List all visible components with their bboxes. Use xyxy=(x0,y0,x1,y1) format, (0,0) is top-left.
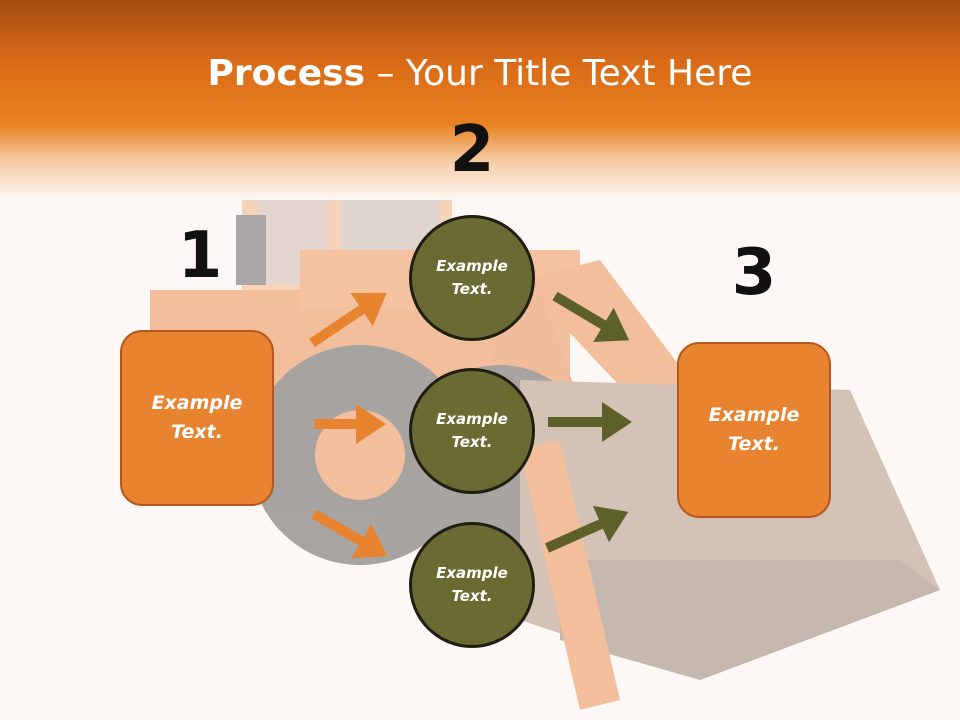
step-number-3: 3 xyxy=(731,236,777,310)
arrow-top-to-right xyxy=(552,291,630,343)
circle-top-line2: Text. xyxy=(451,280,493,298)
circle-bottom-line1: Example xyxy=(436,564,508,582)
circle-middle-line1: Example xyxy=(436,410,508,428)
circle-top-line1: Example xyxy=(436,257,508,275)
left-box-line2: Text. xyxy=(171,421,223,443)
circle-middle-line2: Text. xyxy=(451,433,493,451)
step-number-2: 2 xyxy=(449,113,495,187)
left-box-line1: Example xyxy=(151,392,243,414)
header-band xyxy=(0,0,960,200)
right-box-line1: Example xyxy=(708,404,800,426)
arrow-left-to-top xyxy=(309,292,387,348)
title-bold: Process xyxy=(207,53,366,94)
right-box-line2: Text. xyxy=(728,433,780,455)
circle-bottom-line2: Text. xyxy=(451,587,493,605)
slide-title: Process – Your Title Text Here xyxy=(0,52,960,96)
title-rest: – Your Title Text Here xyxy=(365,53,753,94)
step-number-1: 1 xyxy=(177,219,223,293)
arrow-bottom-to-right xyxy=(544,505,629,553)
arrow-left-to-bottom xyxy=(311,509,388,559)
